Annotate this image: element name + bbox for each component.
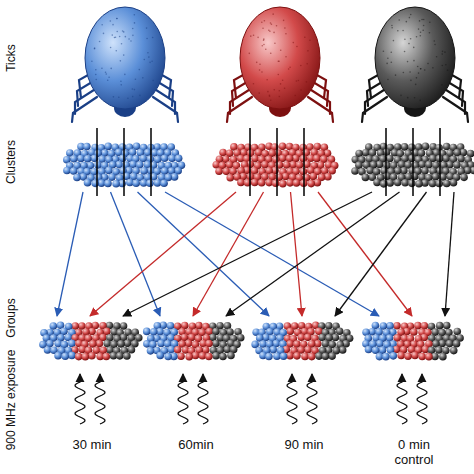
tick-cluster xyxy=(212,142,338,187)
assignment-arrow xyxy=(138,192,270,316)
assignment-arrow xyxy=(445,192,454,316)
cut-line xyxy=(439,128,441,196)
assignment-arrow xyxy=(291,192,303,316)
radiation-wave xyxy=(75,374,85,424)
assignment-arrow xyxy=(335,192,427,316)
exposure-time-label: 60min xyxy=(166,437,226,452)
cut-line xyxy=(150,128,152,196)
radiation-wave xyxy=(397,374,407,424)
radiation-wave xyxy=(178,374,188,424)
tick-group xyxy=(362,322,464,361)
assignment-arrow xyxy=(57,192,83,316)
cut-line xyxy=(276,128,278,196)
assignment-arrow xyxy=(90,192,236,316)
tick-illustration xyxy=(72,7,178,122)
radiation-wave xyxy=(417,374,427,424)
assignment-arrow xyxy=(165,192,379,316)
radiation-wave xyxy=(307,374,317,424)
cut-line xyxy=(96,128,98,196)
tick-group xyxy=(39,322,142,361)
cut-line xyxy=(123,128,125,196)
assignment-arrow xyxy=(123,192,372,316)
row-label: Clusters xyxy=(4,140,19,184)
cut-line xyxy=(412,128,414,196)
row-label: 900 MHz exposure xyxy=(4,350,19,451)
radiation-wave xyxy=(287,374,297,424)
tick-group xyxy=(143,321,245,360)
exposure-time-label: 0 min control xyxy=(390,437,438,467)
row-label: Ticks xyxy=(4,44,19,72)
radiation-wave xyxy=(198,374,208,424)
cut-line xyxy=(303,128,305,196)
assignment-arrow xyxy=(318,192,412,316)
assignment-arrow xyxy=(111,192,161,316)
tick-illustration xyxy=(227,7,333,122)
cut-line xyxy=(385,128,387,196)
radiation-wave xyxy=(95,374,105,424)
cut-line xyxy=(249,128,251,196)
assignment-arrow xyxy=(226,192,400,316)
tick-group xyxy=(251,322,353,361)
row-label: Groups xyxy=(4,298,19,337)
exposure-time-label: 30 min xyxy=(62,437,122,452)
exposure-time-label: 90 min xyxy=(274,437,334,452)
tick-illustration xyxy=(362,7,468,122)
